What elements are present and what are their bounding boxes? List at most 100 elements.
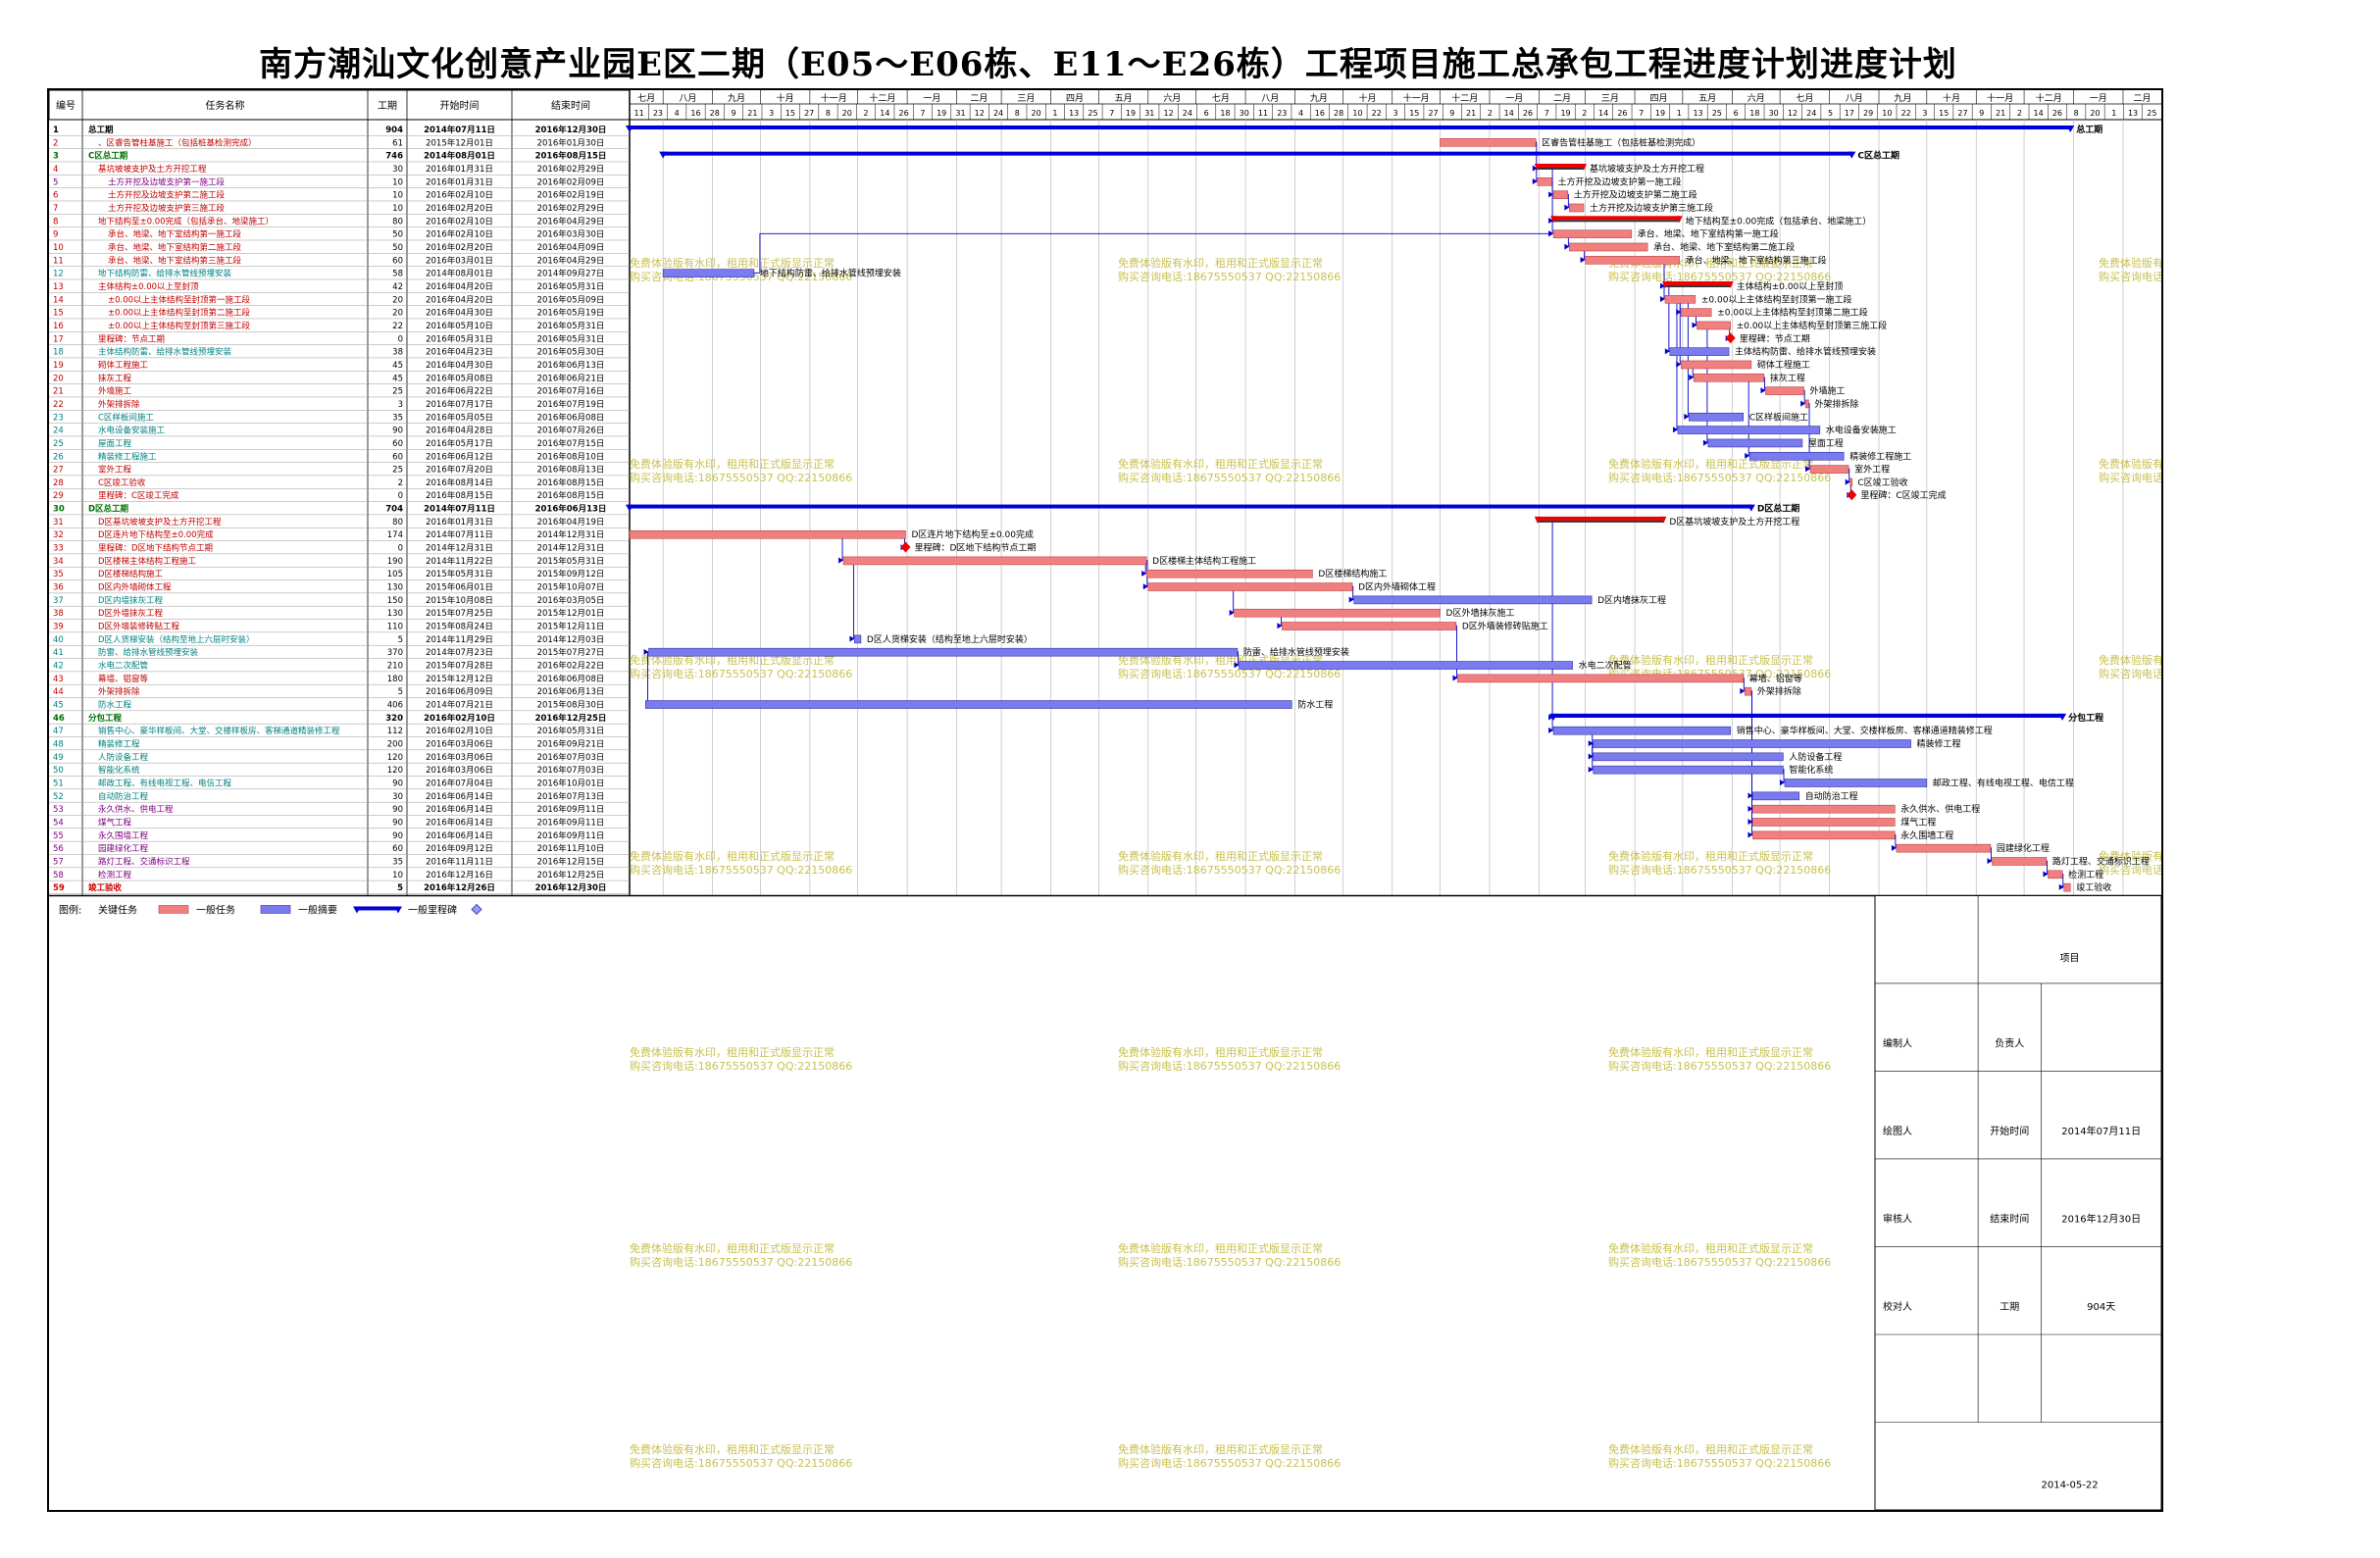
day-label: 2 [1488,109,1493,118]
day-label: 3 [1393,109,1397,118]
month-label: 十二月 [2036,92,2062,104]
milestone-marker [1847,489,1857,501]
task-id: 56 [53,844,64,854]
critical-task-bar [1234,608,1441,618]
normal-task-bar [1707,438,1803,448]
bar-label: 人防设备工程 [1789,751,1842,763]
milestone-marker [1725,332,1736,344]
watermark-line2: 购买咨询电话:18675550537 QQ:22150866 [1608,270,1831,283]
bar-label: 承台、地梁、地下室结构第三施工段 [1686,254,1827,266]
normal-task-bar [1593,765,1784,775]
info-header: 项目 [2060,953,2080,965]
task-id: 39 [53,623,64,632]
task-end: 2016年05月09日 [537,294,605,305]
task-end: 2016年02月19日 [537,190,605,201]
critical-task-bar [1849,477,1853,487]
gantt-chart: 编号任务名称工期开始时间结束时间七月八月九月十月十一月十二月一月二月三月四月五月… [49,90,2161,1510]
task-id: 28 [53,478,64,488]
task-end: 2016年08月15日 [535,151,607,162]
critical-task-bar [1664,294,1696,304]
day-label: 9 [1449,109,1454,118]
day-label: 9 [1979,109,1984,118]
task-name: 检测工程 [98,870,132,880]
bar-label: 区睿告管柱基施工（包括桩基检测完成） [1542,136,1700,148]
watermark-line2: 购买咨询电话:18675550537 QQ:22150866 [1118,471,1341,484]
column-header-name: 任务名称 [206,99,245,112]
bar-label: 室外工程 [1854,464,1890,476]
legend-normal-label: 一般任务 [196,903,235,916]
task-end: 2016年06月21日 [537,373,605,383]
task-start: 2016年06月14日 [426,791,493,802]
watermark-line1: 免费体验版有水印，租用和正式版显示正常 [1118,1241,1323,1255]
task-end: 2016年06月08日 [537,412,605,423]
bar-label: 里程碑：C区竣工完成 [1860,489,1946,501]
task-name: 分包工程 [88,713,123,724]
dependency-arrow [1141,570,1147,577]
task-start: 2016年03月06日 [426,739,493,750]
dependency-arrow [1548,727,1554,733]
task-id: 31 [53,518,64,528]
task-start: 2016年08月15日 [426,490,493,501]
legend-milestone-label: 一般里程碑 [408,903,457,916]
task-id: 25 [53,439,64,449]
task-id: 20 [53,374,64,383]
day-label: 16 [1315,109,1325,118]
task-duration: 35 [392,857,403,867]
task-duration: 180 [387,675,403,684]
watermark-line2: 购买咨询电话:18675550537 QQ:22150866 [2099,863,2161,877]
month-label: 四月 [1066,93,1084,104]
month-label: 三月 [1017,93,1035,104]
table-header [49,90,631,121]
task-name: 里程碑：节点工期 [98,333,165,344]
task-id: 51 [53,779,64,789]
dependency-arrow [1659,295,1665,302]
task-duration: 0 [398,544,403,554]
task-id: 18 [53,348,64,358]
task-start: 2016年04月30日 [426,308,493,319]
task-id: 7 [53,204,58,214]
task-duration: 90 [392,427,403,436]
day-label: 25 [1088,109,1097,118]
day-label: 13 [1693,109,1702,118]
column-header-duration: 工期 [378,100,397,112]
task-duration: 370 [387,648,403,658]
task-end: 2015年12月01日 [537,608,605,619]
dependency-arrow [1564,204,1570,211]
task-start: 2016年04月28日 [426,426,493,436]
task-end: 2016年02月09日 [537,176,605,187]
summary-cap [1747,504,1755,512]
task-end: 2016年05月19日 [537,308,605,319]
task-id: 3 [53,152,59,162]
bar-label: 自动防治工程 [1805,790,1858,802]
day-label: 4 [675,109,680,118]
critical-task-bar [629,529,906,539]
task-id: 42 [53,662,64,672]
watermark-line2: 购买咨询电话:18675550537 QQ:22150866 [1118,1059,1341,1073]
dependency-arrow [1747,805,1753,812]
critical-task-bar [1809,465,1849,474]
task-start: 2016年04月20日 [426,281,493,292]
day-label: 26 [1523,109,1533,118]
watermark-line2: 购买咨询电话:18675550537 QQ:22150866 [1608,471,1831,484]
watermark-line2: 购买咨询电话:18675550537 QQ:22150866 [1118,863,1341,877]
summary-bar [630,504,1751,509]
watermark-line1: 免费体验版有水印，租用和正式版显示正常 [2099,256,2161,270]
dependency-arrow [2058,883,2064,890]
day-label: 20 [2090,109,2100,118]
task-end: 2016年04月19日 [537,517,605,528]
bar-label: ±0.00以上主体结构至封顶第二施工段 [1717,307,1868,319]
task-end: 2016年07月15日 [537,438,605,449]
task-duration: 3 [398,400,403,410]
watermark-line2: 购买咨询电话:18675550537 QQ:22150866 [1608,863,1831,877]
bar-label: 承台、地梁、地下室结构第一施工段 [1638,228,1779,240]
task-name: 永久供水、供电工程 [98,804,174,815]
task-end: 2014年12月31日 [537,529,605,540]
legend-label: 图例: [59,903,81,916]
task-duration: 30 [392,792,403,802]
task-start: 2014年07月11日 [424,504,495,515]
task-id: 15 [53,309,64,319]
milestone-marker [900,541,911,553]
day-label: 2 [1582,109,1587,118]
day-label: 30 [1240,109,1249,118]
task-duration: 746 [385,152,403,162]
